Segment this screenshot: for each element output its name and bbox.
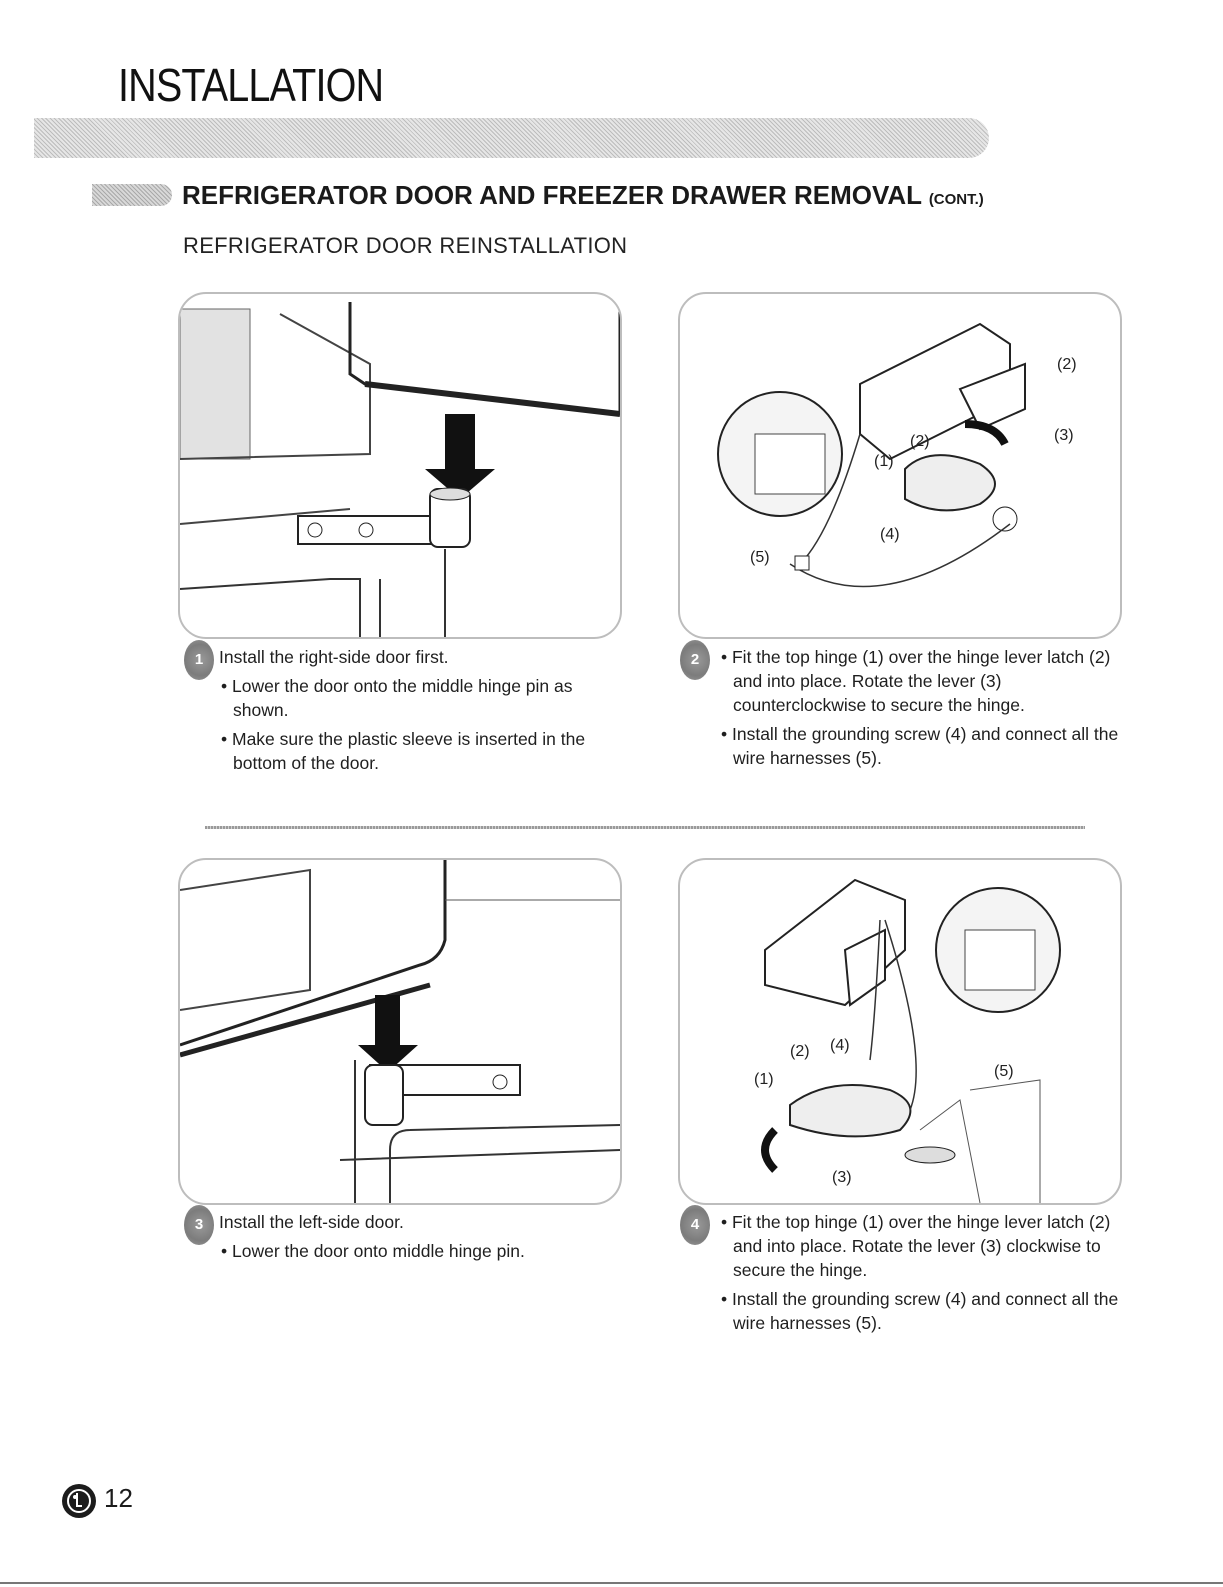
- step-line: Install the left-side door.: [219, 1212, 404, 1232]
- step-2-illustration: (2) (3) (2) (1) (4) (5): [678, 292, 1122, 639]
- callout-label: (1): [754, 1071, 774, 1088]
- page-number: 12: [104, 1483, 133, 1513]
- callout-label: (4): [880, 526, 900, 543]
- callout-label: (2): [910, 433, 930, 450]
- title-marker: [92, 184, 172, 206]
- step-line: • Lower the door onto middle hinge pin.: [221, 1241, 525, 1261]
- callout-label: (1): [874, 453, 894, 470]
- callout-label: (3): [832, 1169, 852, 1186]
- page-title: REFRIGERATOR DOOR AND FREEZER DRAWER REM…: [182, 180, 984, 211]
- step-number-badge: 3: [184, 1205, 214, 1245]
- step-4-text: • Fit the top hinge (1) over the hinge l…: [719, 1210, 1124, 1335]
- step-4-illustration: (2) (4) (1) (5) (3): [678, 858, 1122, 1205]
- step-line: • Make sure the plastic sleeve is insert…: [221, 729, 586, 773]
- step-line: • Install the grounding screw (4) and co…: [721, 724, 1119, 768]
- lg-logo-icon: [62, 1484, 96, 1518]
- step-line: • Lower the door onto the middle hinge p…: [221, 676, 573, 720]
- step-3-text: Install the left-side door. • Lower the …: [219, 1210, 629, 1263]
- step-1-illustration: [178, 292, 622, 639]
- bottom-rule: [0, 1582, 1223, 1584]
- header-band: [34, 118, 989, 158]
- step-1-text: Install the right-side door first. • Low…: [219, 645, 629, 775]
- step-number-badge: 2: [680, 640, 710, 680]
- callout-label: (5): [994, 1063, 1014, 1080]
- callout-label: (4): [830, 1037, 850, 1054]
- step-2-text: • Fit the top hinge (1) over the hinge l…: [719, 645, 1124, 770]
- section-label: INSTALLATION: [118, 59, 384, 111]
- title-text: REFRIGERATOR DOOR AND FREEZER DRAWER REM…: [182, 180, 922, 210]
- step-line: Install the right-side door first.: [219, 647, 449, 667]
- callout-label: (2): [1057, 356, 1077, 373]
- section-divider: [205, 826, 1085, 829]
- step-number-badge: 1: [184, 640, 214, 680]
- title-suffix: (CONT.): [928, 191, 984, 208]
- step-3-illustration: [178, 858, 622, 1205]
- callout-label: (3): [1054, 427, 1074, 444]
- step-number-badge: 4: [680, 1205, 710, 1245]
- page-subtitle: REFRIGERATOR DOOR REINSTALLATION: [183, 233, 628, 258]
- step-line: • Fit the top hinge (1) over the hinge l…: [721, 647, 1111, 715]
- callout-label: (2): [790, 1043, 810, 1060]
- step-line: • Fit the top hinge (1) over the hinge l…: [721, 1212, 1111, 1280]
- callout-label: (5): [750, 549, 770, 566]
- step-line: • Install the grounding screw (4) and co…: [721, 1289, 1119, 1333]
